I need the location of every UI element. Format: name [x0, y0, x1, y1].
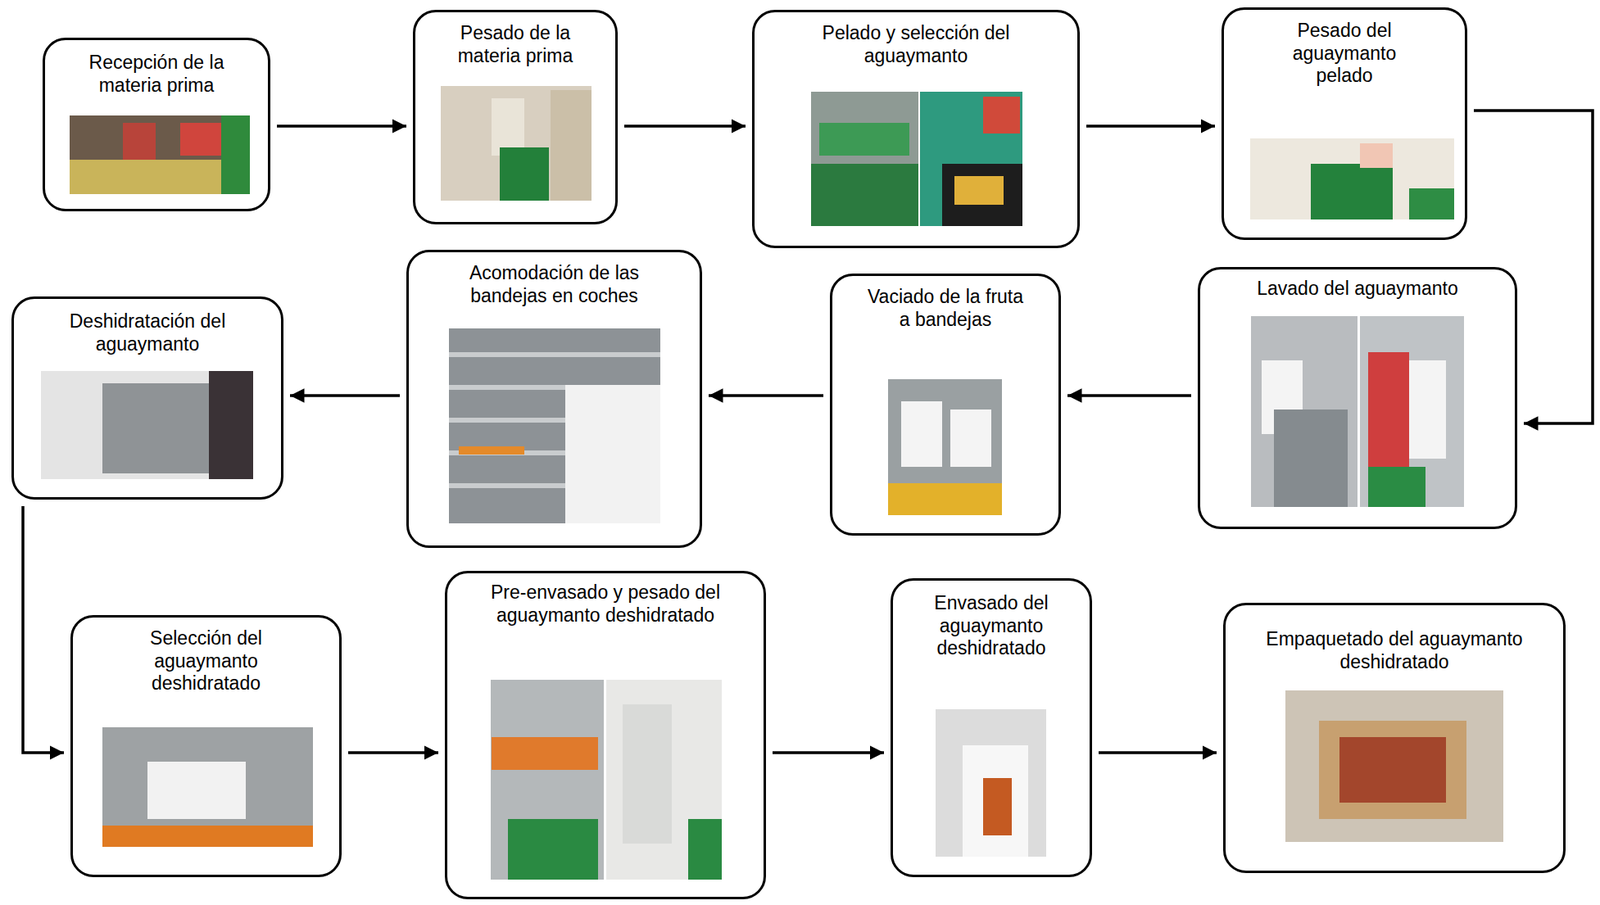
process-box: Vaciado de la fruta a bandejas — [829, 273, 1061, 536]
step-label: Vaciado de la fruta a bandejas — [863, 285, 1028, 331]
step-label: Pesado de la materia prima — [433, 22, 598, 68]
process-box: Lavado del aguaymanto — [1197, 267, 1518, 530]
step-label: Selección del aguaymanto deshidratado — [104, 627, 309, 696]
photo — [811, 91, 1023, 227]
process-box: Pesado del aguaymanto pelado — [1221, 7, 1468, 241]
flow-arrow — [348, 751, 439, 755]
photo — [490, 679, 722, 880]
flow-arrow — [22, 506, 64, 753]
process-box: Recepción de la materia prima — [42, 37, 271, 212]
step-label: Empaquetado del aguaymanto deshidratado — [1242, 628, 1546, 674]
photo — [448, 328, 661, 524]
flow-arrow — [624, 124, 746, 128]
process-box: Empaquetado del aguaymanto deshidratado — [1223, 602, 1566, 874]
flow-arrow — [1067, 394, 1192, 398]
photo — [935, 709, 1047, 857]
flow-arrow — [772, 751, 884, 755]
photo — [440, 86, 592, 201]
flow-arrow — [290, 394, 400, 398]
photo — [40, 371, 254, 480]
process-box: Envasado del aguaymanto deshidratado — [890, 578, 1093, 878]
process-box: Pelado y selección del aguaymanto — [752, 9, 1080, 249]
step-label: Pre-envasado y pesado del aguaymanto des… — [466, 581, 745, 627]
process-box: Pesado de la materia prima — [412, 9, 618, 225]
flow-arrow — [1086, 124, 1215, 128]
flow-arrow — [1098, 751, 1217, 755]
flow-arrow — [276, 124, 407, 128]
step-label: Acomodación de las bandejas en coches — [431, 262, 678, 308]
photo — [69, 115, 250, 195]
process-box: Acomodación de las bandejas en coches — [406, 249, 703, 549]
photo — [1250, 316, 1465, 508]
step-label: Pelado y selección del aguaymanto — [780, 22, 1052, 68]
step-label: Recepción de la materia prima — [58, 51, 255, 97]
process-box: Deshidratación del aguaymanto — [11, 296, 284, 500]
photo — [888, 379, 1002, 516]
step-label: Envasado del aguaymanto deshidratado — [909, 592, 1074, 661]
photo — [1250, 138, 1455, 220]
flow-arrow — [708, 394, 824, 398]
process-box: Pre-envasado y pesado del aguaymanto des… — [444, 571, 767, 900]
step-label: Lavado del aguaymanto — [1218, 277, 1497, 301]
step-label: Deshidratación del aguaymanto — [32, 310, 263, 356]
process-box: Selección del aguaymanto deshidratado — [70, 615, 342, 878]
photo — [102, 727, 313, 848]
step-label: Pesado del aguaymanto pelado — [1262, 19, 1427, 88]
photo — [1285, 690, 1504, 843]
